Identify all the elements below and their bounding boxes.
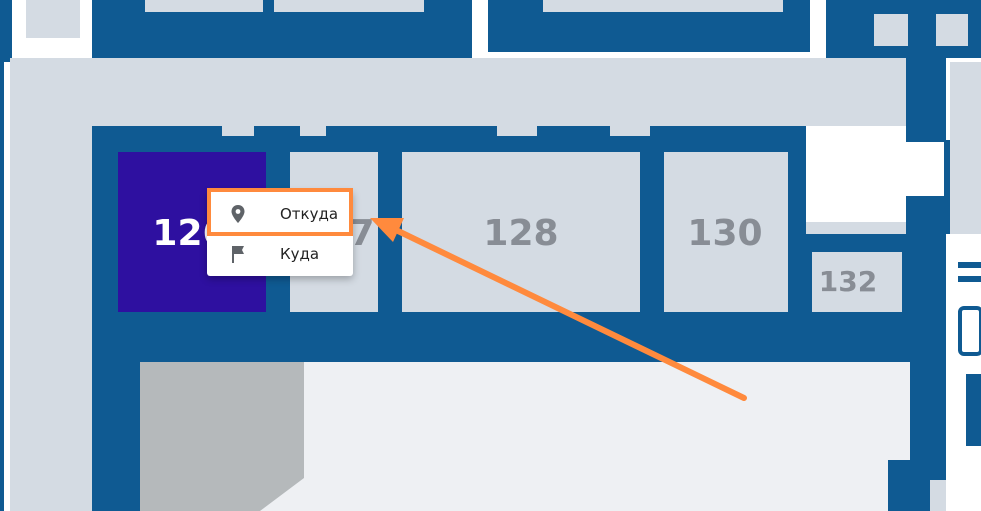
flag-icon (232, 246, 244, 263)
room-top-c (274, 0, 424, 12)
right-wall-thin (944, 140, 950, 235)
wall-right-132 (906, 196, 946, 326)
route-to-label: Куда (280, 245, 320, 263)
room-128-label: 128 (483, 213, 559, 254)
right-column-lower (946, 234, 981, 511)
map-pin-icon (231, 205, 245, 223)
lower-left-strip (10, 326, 92, 511)
room-top-b (145, 0, 263, 12)
room-top-e (874, 14, 908, 46)
right-stripe-3 (966, 374, 981, 446)
corridor-notch-2 (300, 126, 326, 136)
right-stripe-1 (958, 262, 981, 268)
route-from-menu-item[interactable]: Откуда (207, 194, 353, 234)
corridor (10, 58, 906, 126)
room-130-label: 130 (687, 213, 763, 254)
right-stripe-2 (958, 276, 981, 282)
stairs-area (140, 362, 304, 511)
corridor-notch-4 (610, 126, 650, 136)
corridor-gap-132 (806, 222, 908, 234)
room-top-f (936, 14, 968, 46)
route-context-menu: Откуда Куда (207, 190, 353, 276)
room-127-label: 7 (349, 213, 375, 254)
elevator-icon[interactable] (958, 306, 981, 356)
wall-right-column (906, 58, 946, 142)
route-from-label: Откуда (280, 205, 339, 223)
route-to-menu-item[interactable]: Куда (207, 234, 353, 274)
corridor-notch-3 (497, 126, 537, 136)
corridor-notch-1 (222, 126, 254, 136)
room-top-d (543, 0, 783, 12)
left-wall-1 (0, 62, 4, 511)
right-room-upper (950, 62, 981, 234)
room-132[interactable] (812, 252, 902, 312)
wall-top-left (0, 0, 12, 62)
room-132-label: 132 (818, 265, 878, 298)
room-top-a (26, 0, 80, 38)
